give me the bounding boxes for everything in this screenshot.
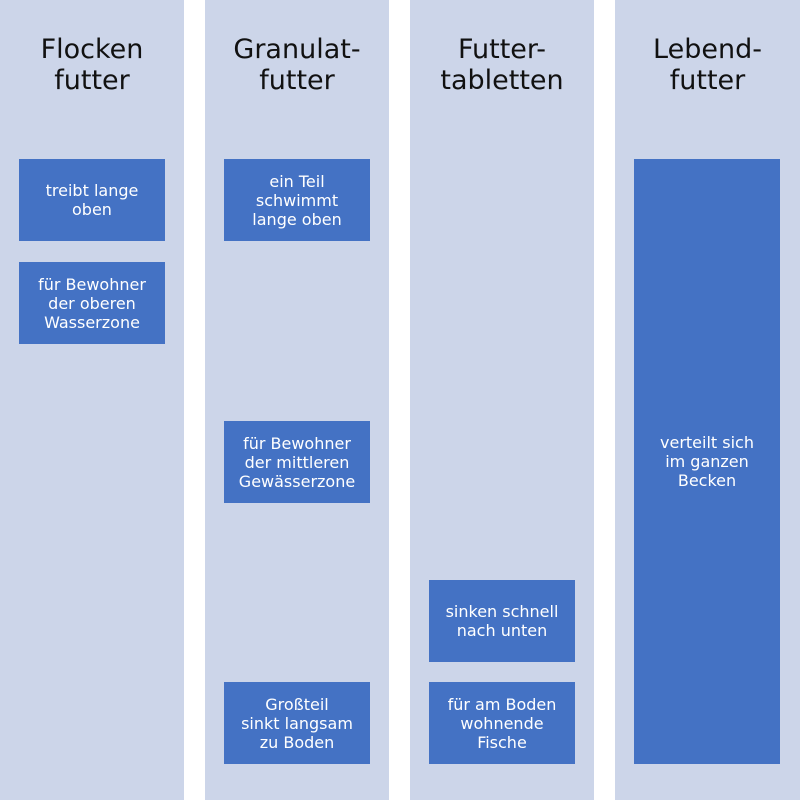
column-granulatfutter: Granulat- futter ein Teil schwimmt lange…	[205, 0, 389, 800]
column-lebendfutter: Lebend- futter verteilt sich im ganzen B…	[615, 0, 800, 800]
info-box: verteilt sich im ganzen Becken	[634, 159, 780, 764]
column-title: Lebend- futter	[653, 34, 762, 96]
column-title: Flocken futter	[40, 34, 144, 96]
info-box: Großteil sinkt langsam zu Boden	[224, 682, 370, 764]
info-box: für am Boden wohnende Fische	[429, 682, 575, 764]
column-title: Granulat- futter	[233, 34, 361, 96]
column-futtertabletten: Futter- tabletten sinken schnell nach un…	[410, 0, 594, 800]
info-box: für Bewohner der mittleren Gewässerzone	[224, 421, 370, 503]
column-flockenfutter: Flocken futter treibt lange oben für Bew…	[0, 0, 184, 800]
info-box: sinken schnell nach unten	[429, 580, 575, 662]
info-box: ein Teil schwimmt lange oben	[224, 159, 370, 241]
info-box: für Bewohner der oberen Wasserzone	[19, 262, 165, 344]
column-title: Futter- tabletten	[440, 34, 564, 96]
info-box: treibt lange oben	[19, 159, 165, 241]
